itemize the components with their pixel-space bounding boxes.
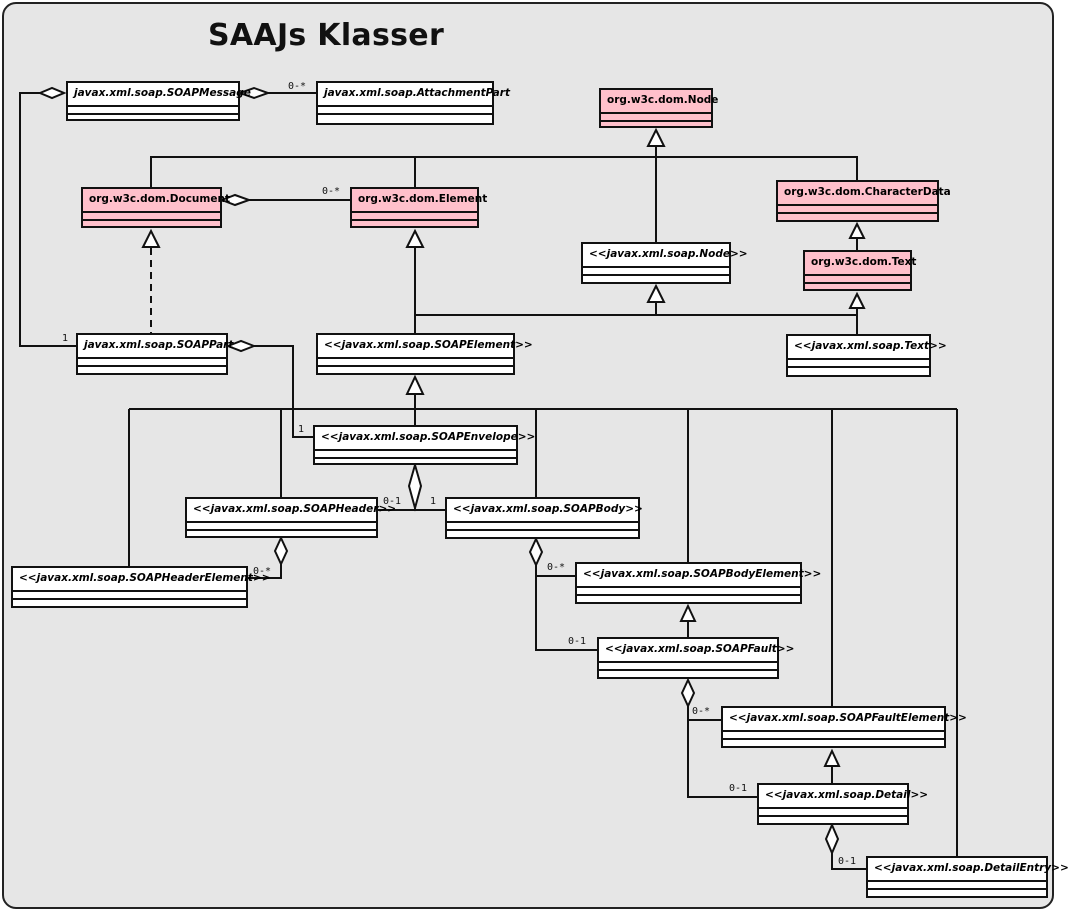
class-name: org.w3c.dom.Node <box>601 90 718 114</box>
class-soap-header-element[interactable]: <<javax.xml.soap.SOAPHeaderElement>> <box>11 566 271 608</box>
class-name: <<javax.xml.soap.SOAPHeaderElement>> <box>13 568 271 592</box>
class-soap-envelope[interactable]: <<javax.xml.soap.SOAPEnvelope>> <box>313 425 535 465</box>
diagram-title: SAAJs Klasser <box>208 18 445 53</box>
generalization-triangle-icon <box>823 748 841 767</box>
multiplicity-label: 0-* <box>692 706 711 717</box>
class-soap-body-element[interactable]: <<javax.xml.soap.SOAPBodyElement>> <box>575 562 821 604</box>
class-name: <<javax.xml.soap.SOAPEnvelope>> <box>315 427 535 451</box>
multiplicity-label: 0-* <box>253 566 272 577</box>
multiplicity-label: 0-1 <box>838 856 857 867</box>
class-name: <<javax.xml.soap.DetailEntry>> <box>868 858 1069 882</box>
generalization-triangle-icon <box>848 221 866 239</box>
class-name: <<javax.xml.soap.SOAPFault>> <box>599 639 794 663</box>
aggregation-diamond-icon <box>37 86 67 100</box>
class-name: <<javax.xml.soap.SOAPHeader>> <box>187 499 396 523</box>
class-dom-node[interactable]: org.w3c.dom.Node <box>599 88 718 128</box>
multiplicity-label: 0-* <box>547 562 566 573</box>
generalization-triangle-icon <box>679 603 697 622</box>
class-soap-element[interactable]: <<javax.xml.soap.SOAPElement>> <box>316 333 533 375</box>
aggregation-line-envelope-soappart <box>254 345 313 438</box>
aggregation-diamond-icon <box>225 339 257 353</box>
class-soap-header[interactable]: <<javax.xml.soap.SOAPHeader>> <box>185 497 396 538</box>
aggregation-line-headerelement-header <box>247 564 282 579</box>
class-name: <<javax.xml.soap.Detail>> <box>759 785 928 809</box>
class-name: org.w3c.dom.Text <box>805 252 916 276</box>
generalization-triangle-icon <box>646 127 666 147</box>
class-name: <<javax.xml.soap.SOAPBody>> <box>447 499 643 523</box>
class-soap-text[interactable]: <<javax.xml.soap.Text>> <box>786 334 947 377</box>
aggregation-line-detailentry-detail <box>831 853 866 870</box>
aggregation-diamond-icon <box>219 193 252 207</box>
generalization-triangle-icon <box>646 283 666 303</box>
class-name: <<javax.xml.soap.SOAPBodyElement>> <box>577 564 821 588</box>
class-name: org.w3c.dom.CharacterData <box>778 182 951 206</box>
class-name: javax.xml.soap.SOAPPart <box>78 335 233 359</box>
generalization-triangle-icon <box>848 291 866 309</box>
class-name: org.w3c.dom.Element <box>352 189 487 213</box>
aggregation-diamond-icon <box>237 86 271 100</box>
generalization-branch-node <box>150 156 858 187</box>
class-dom-element[interactable]: org.w3c.dom.Element <box>350 187 487 228</box>
class-dom-document[interactable]: org.w3c.dom.Document <box>81 187 230 228</box>
aggregation-line-soappart-message <box>19 92 76 347</box>
class-soap-fault-element[interactable]: <<javax.xml.soap.SOAPFaultElement>> <box>721 706 967 748</box>
class-name: <<javax.xml.soap.SOAPFaultElement>> <box>723 708 967 732</box>
aggregation-diamond-icon <box>680 677 696 709</box>
class-detail-entry[interactable]: <<javax.xml.soap.DetailEntry>> <box>866 856 1069 898</box>
multiplicity-label: 0-1 <box>383 496 402 507</box>
class-soap-fault[interactable]: <<javax.xml.soap.SOAPFault>> <box>597 637 794 679</box>
aggregation-line-detail-fault <box>687 720 757 798</box>
class-name: javax.xml.soap.SOAPMessage <box>68 83 251 107</box>
multiplicity-label: 1 <box>298 424 305 435</box>
class-soap-body[interactable]: <<javax.xml.soap.SOAPBody>> <box>445 497 643 539</box>
class-name: <<javax.xml.soap.Node>> <box>583 244 748 268</box>
diagram-frame <box>2 2 1054 909</box>
class-dom-character-data[interactable]: org.w3c.dom.CharacterData <box>776 180 951 222</box>
class-name: org.w3c.dom.Document <box>83 189 230 213</box>
class-name: <<javax.xml.soap.Text>> <box>788 336 947 360</box>
class-soap-node[interactable]: <<javax.xml.soap.Node>> <box>581 242 748 284</box>
multiplicity-label: 0-1 <box>568 636 587 647</box>
aggregation-line-fault-body <box>535 576 597 651</box>
multiplicity-label: 1 <box>62 333 69 344</box>
multiplicity-label: 1 <box>430 496 437 507</box>
generalization-triangle-icon <box>405 228 425 248</box>
class-soap-part[interactable]: javax.xml.soap.SOAPPart <box>76 333 233 375</box>
class-attachment-part[interactable]: javax.xml.soap.AttachmentPart <box>316 81 510 125</box>
multiplicity-label: 0-* <box>322 186 341 197</box>
class-name: javax.xml.soap.AttachmentPart <box>318 83 510 107</box>
aggregation-diamond-icon <box>528 536 544 568</box>
class-detail[interactable]: <<javax.xml.soap.Detail>> <box>757 783 928 825</box>
aggregation-diamond-icon <box>407 461 423 512</box>
class-dom-text[interactable]: org.w3c.dom.Text <box>803 250 916 291</box>
multiplicity-label: 0-* <box>288 81 307 92</box>
aggregation-diamond-icon <box>273 535 289 567</box>
class-name: <<javax.xml.soap.SOAPElement>> <box>318 335 533 359</box>
aggregation-diamond-icon <box>824 822 840 856</box>
class-soap-message[interactable]: javax.xml.soap.SOAPMessage <box>66 81 251 121</box>
generalization-triangle-icon <box>141 228 161 248</box>
generalization-triangle-icon <box>405 374 425 395</box>
multiplicity-label: 0-1 <box>729 783 748 794</box>
